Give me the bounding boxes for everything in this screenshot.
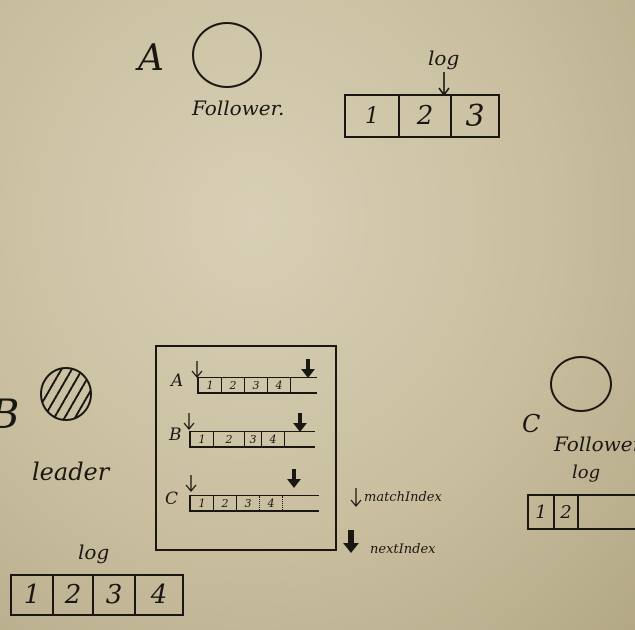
node-c-log: 1 2 [527, 494, 635, 530]
node-a-log: 1 2 3 [344, 94, 500, 138]
node-a-circle [192, 22, 262, 88]
panel-row-cells: 1 2 3 4 [189, 495, 319, 512]
panel-row-cells: 1 2 3 4 [197, 377, 317, 394]
next-index-arrow-c [287, 469, 301, 488]
panel-row-label: C [165, 489, 179, 509]
leader-node-circle [40, 367, 92, 421]
panel-cell-empty [283, 496, 319, 510]
match-index-legend-icon [350, 488, 362, 508]
panel-cell: 3 [245, 378, 268, 392]
log-entry: 2 [400, 96, 452, 136]
node-b-role: leader [32, 458, 110, 486]
log-entry [579, 496, 635, 528]
match-index-arrow-c [185, 475, 197, 493]
panel-cell: 4 [268, 378, 291, 392]
node-c-name: C [522, 410, 541, 438]
node-a-role: Follower. [192, 96, 285, 120]
panel-cell: 3 [245, 432, 262, 446]
node-a-log-label: log [428, 46, 460, 70]
panel-cell-empty [285, 432, 315, 446]
node-c-circle [550, 356, 612, 412]
panel-cell: 3 [237, 496, 260, 510]
log-entry: 1 [346, 96, 400, 136]
panel-cell: 4 [260, 496, 283, 510]
next-index-legend-label: nextIndex [370, 542, 436, 557]
panel-row-label: B [169, 425, 182, 445]
panel-row-label: A [171, 371, 184, 391]
node-c-role: Follower [554, 432, 635, 456]
node-c-log-label: log [572, 462, 601, 483]
panel-row-cells: 1 2 3 4 [189, 431, 315, 448]
leader-index-panel: A 1 2 3 4 B 1 2 3 4 [155, 345, 337, 551]
panel-cell: 4 [262, 432, 285, 446]
node-b-name: B [0, 392, 19, 438]
match-index-legend-label: matchIndex [364, 490, 442, 505]
log-entry: 2 [555, 496, 579, 528]
log-entry: 3 [94, 576, 136, 614]
next-index-arrow-b [293, 413, 307, 432]
panel-cell: 1 [191, 432, 214, 446]
next-index-arrow-a [301, 359, 315, 378]
match-index-arrow-b [183, 413, 195, 431]
node-b-log-label: log [78, 540, 110, 564]
match-index-arrow-a [191, 361, 203, 379]
panel-cell: 1 [199, 378, 222, 392]
next-index-legend-icon [343, 530, 359, 553]
log-entry: 1 [529, 496, 555, 528]
panel-cell: 2 [214, 496, 237, 510]
log-entry: 3 [465, 98, 485, 134]
panel-cell-empty [291, 378, 317, 392]
node-a-name: A [138, 38, 164, 79]
panel-cell: 1 [191, 496, 214, 510]
node-b-log: 1 2 3 4 [10, 574, 184, 616]
log-entry: 2 [54, 576, 94, 614]
panel-cell: 2 [222, 378, 245, 392]
log-entry: 1 [12, 576, 54, 614]
panel-cell: 2 [214, 432, 245, 446]
log-entry: 4 [150, 580, 168, 610]
